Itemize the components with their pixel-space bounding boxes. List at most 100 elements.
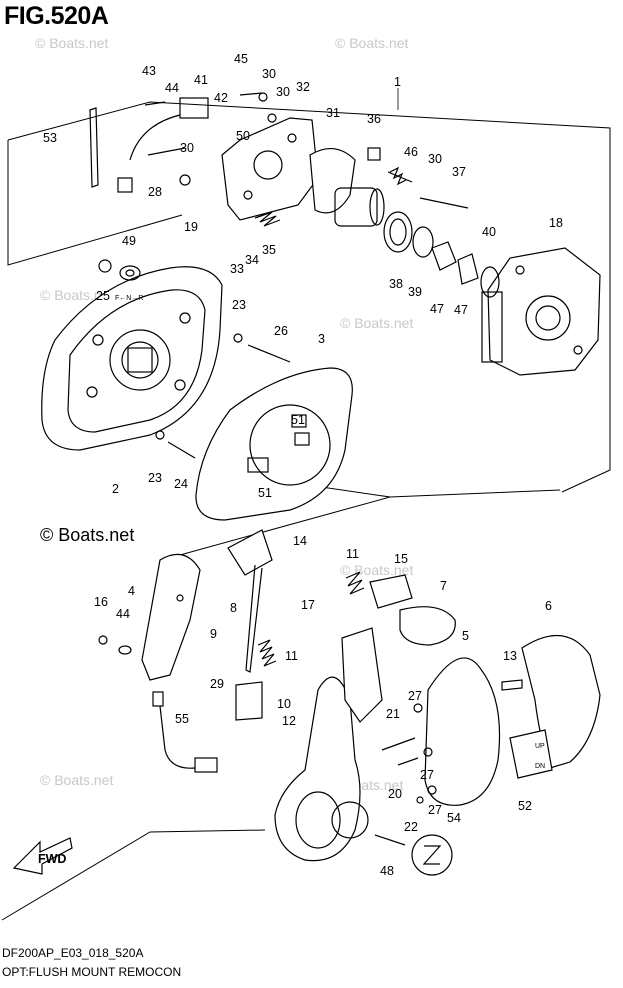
washers	[383, 211, 500, 298]
part-number: 2	[112, 482, 119, 496]
part-number: 11	[346, 547, 359, 561]
mounting-bolts	[155, 333, 291, 459]
part-number: 55	[175, 712, 189, 726]
shift-markings: F←N→R	[115, 295, 143, 302]
part-number: 40	[482, 225, 496, 239]
lever-cover	[424, 657, 501, 806]
part-number: 39	[408, 285, 422, 299]
part-number: 30	[428, 152, 442, 166]
part-number: 14	[293, 534, 307, 548]
part-number: 38	[389, 277, 403, 291]
part-number: 37	[452, 165, 466, 179]
springs	[254, 166, 407, 667]
copyright-notice: © Boats.net	[40, 525, 135, 545]
part-number: 45	[234, 52, 248, 66]
lever-bracket	[141, 553, 201, 681]
part-number: 13	[503, 649, 517, 663]
figure-caption: OPT:FLUSH MOUNT REMOCON	[2, 965, 182, 979]
part-number: 26	[274, 324, 288, 338]
shift-bracket	[221, 117, 319, 221]
part-number: 52	[518, 799, 532, 813]
switch-down-label: DN	[535, 763, 545, 770]
part-number: 18	[549, 216, 563, 230]
part-number: 6	[545, 599, 552, 613]
panel-housing: F←N→R	[41, 266, 223, 451]
part-number: 12	[282, 714, 296, 728]
cable-tie	[89, 107, 99, 188]
wire-harness	[152, 691, 218, 773]
part-number: 35	[262, 243, 276, 257]
part-number: 33	[230, 262, 244, 276]
fasteners-bottom	[98, 635, 437, 846]
part-number: 47	[454, 303, 468, 317]
part-number: 11	[285, 649, 298, 663]
part-number: 24	[174, 477, 188, 491]
part-number: 1	[394, 75, 401, 89]
part-number: 44	[116, 607, 130, 621]
part-number: 23	[148, 471, 162, 485]
fasteners-top	[117, 92, 469, 209]
part-number: 20	[388, 787, 402, 801]
part-number: 9	[210, 627, 217, 641]
part-number: 46	[404, 145, 418, 159]
control-lever	[274, 627, 383, 862]
watermark: © Boats.net	[340, 315, 413, 331]
part-number: 51	[291, 413, 305, 427]
nut-and-washer	[98, 259, 141, 281]
part-number: 16	[94, 595, 108, 609]
part-number: 34	[245, 253, 259, 267]
part-number: 30	[262, 67, 276, 81]
part-number: 27	[408, 689, 422, 703]
watermark: © Boats.net	[35, 35, 108, 51]
part-number: 22	[404, 820, 418, 834]
part-number: 21	[386, 707, 400, 721]
part-number: 8	[230, 601, 237, 615]
part-number: 3	[318, 332, 325, 346]
emblem	[411, 834, 453, 876]
part-number: 30	[180, 141, 194, 155]
part-number: 5	[462, 629, 469, 643]
part-number: 19	[184, 220, 198, 234]
part-number: 4	[128, 584, 135, 598]
part-number: 10	[277, 697, 291, 711]
watermark: © Boats.net	[40, 772, 113, 788]
neutral-plate	[227, 529, 273, 721]
forward-arrow-icon: FWD	[12, 837, 73, 875]
part-number: 47	[430, 302, 444, 316]
figure-code: DF200AP_E03_018_520A	[2, 946, 144, 960]
part-number: 44	[165, 81, 179, 95]
part-number: 28	[148, 185, 162, 199]
forward-label: FWD	[38, 852, 66, 866]
part-number: 43	[142, 64, 156, 78]
trim-switch: UP DN	[509, 729, 553, 779]
part-number: 7	[440, 579, 447, 593]
part-number: 30	[276, 85, 290, 99]
cover-plate	[195, 367, 353, 521]
control-housing	[481, 247, 601, 376]
part-number: 32	[296, 80, 310, 94]
pin	[501, 679, 523, 691]
part-number: 23	[232, 298, 246, 312]
part-number: 50	[236, 129, 250, 143]
figure-title: FIG.520A	[4, 2, 109, 30]
part-number: 25	[96, 289, 110, 303]
part-number: 27	[428, 803, 442, 817]
part-number: 31	[326, 106, 340, 120]
part-number: 53	[43, 131, 57, 145]
part-number: 41	[194, 73, 208, 87]
part-number-labels: 1 2 3 4 5 6 7 8 9 10 11 11 12 13 14 15 1…	[43, 52, 563, 878]
neutral-switch	[369, 574, 456, 646]
part-number: 36	[367, 112, 381, 126]
part-number: 27	[420, 768, 434, 782]
part-number: 15	[394, 552, 408, 566]
part-number: 54	[447, 811, 461, 825]
watermark: © Boats.net	[335, 35, 408, 51]
switch-up-label: UP	[535, 743, 545, 750]
part-number: 48	[380, 864, 394, 878]
part-number: 51	[258, 486, 272, 500]
part-number: 29	[210, 677, 224, 691]
part-number: 49	[122, 234, 136, 248]
drive-shaft	[309, 148, 385, 227]
